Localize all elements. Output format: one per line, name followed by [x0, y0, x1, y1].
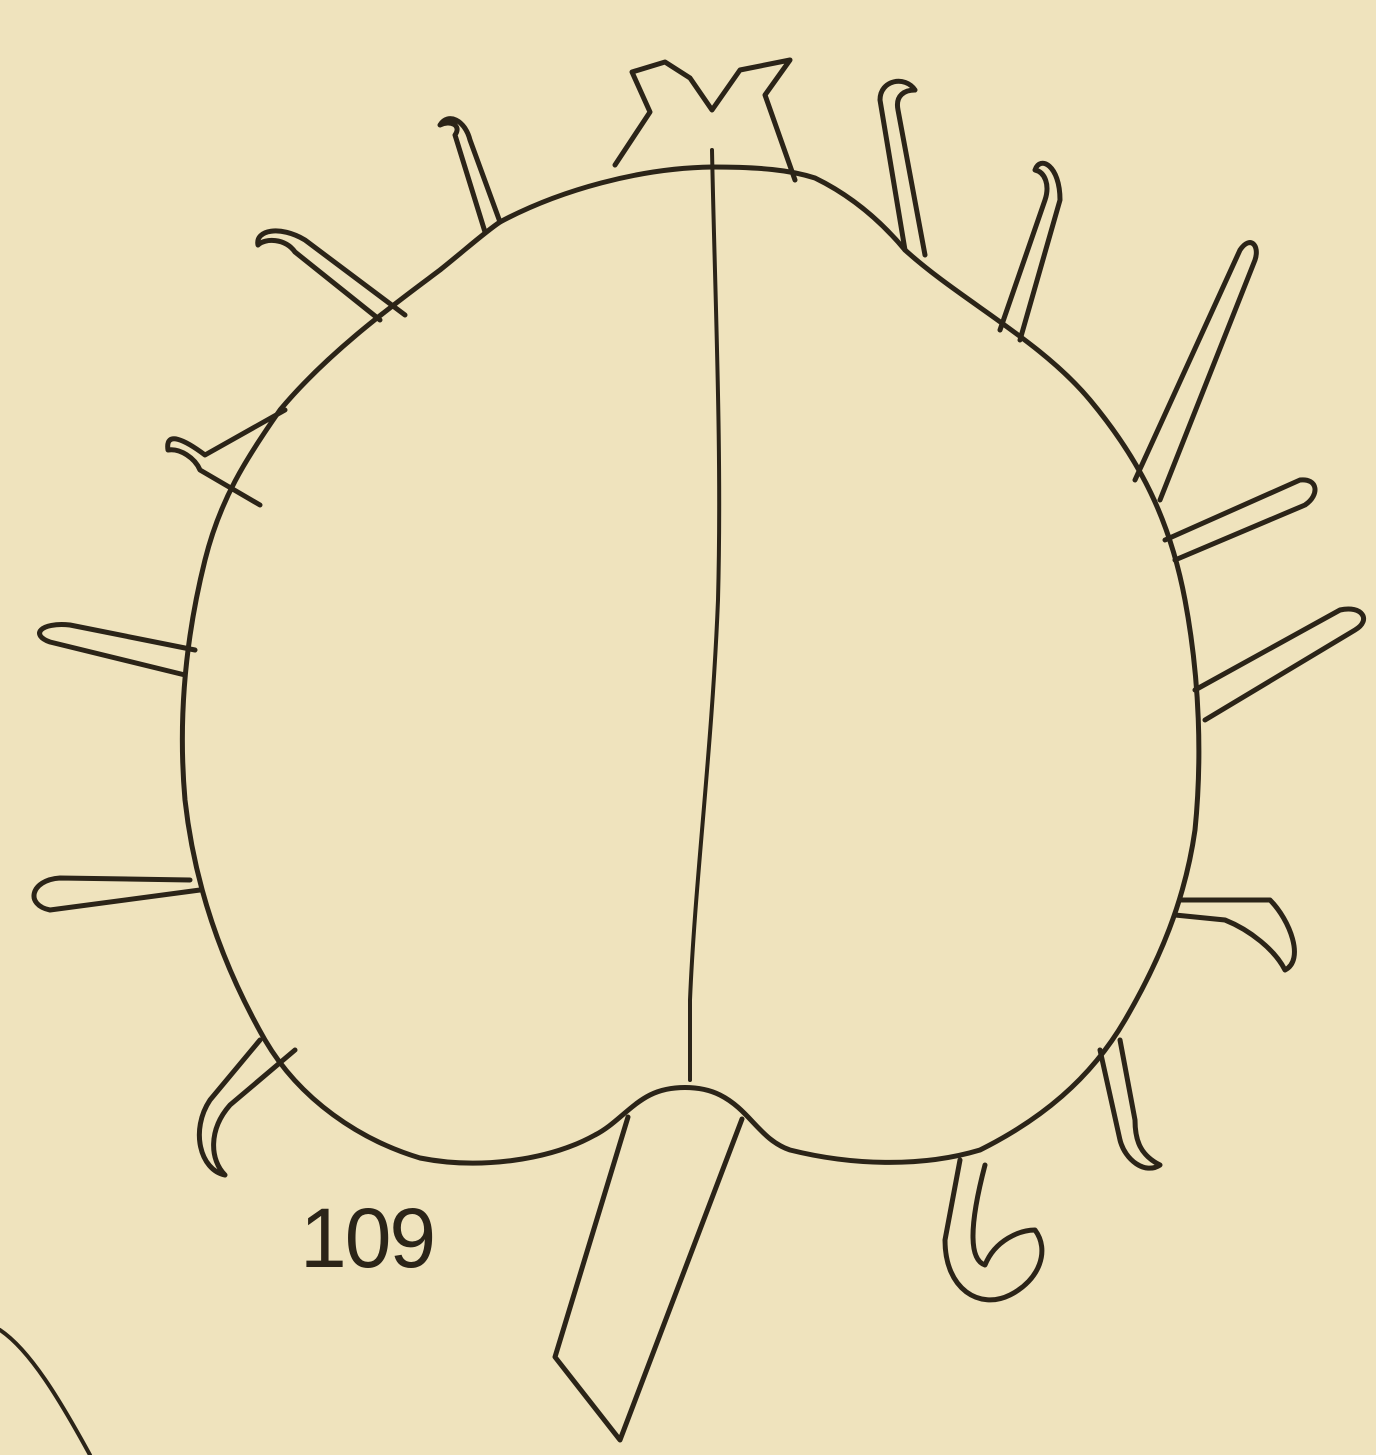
marginal-spine: [40, 625, 195, 675]
marginal-spine: [34, 878, 200, 910]
marginal-spine: [1100, 1040, 1160, 1168]
marginal-spine: [1175, 900, 1294, 970]
marginal-spine: [440, 119, 500, 232]
marginal-spine: [1000, 163, 1060, 340]
apical-fork: [615, 60, 795, 180]
marginal-spine: [1135, 243, 1256, 500]
median-line: [690, 150, 719, 1080]
marginal-spine: [1195, 609, 1364, 720]
posterior-stalk: [555, 1117, 742, 1440]
edge-curve: [0, 1330, 90, 1455]
figure-number: 109: [300, 1196, 434, 1280]
marginal-spine: [945, 1160, 1042, 1300]
marginal-spine: [1165, 480, 1315, 560]
marginal-spine: [258, 231, 405, 320]
marginal-spine: [199, 1040, 295, 1175]
